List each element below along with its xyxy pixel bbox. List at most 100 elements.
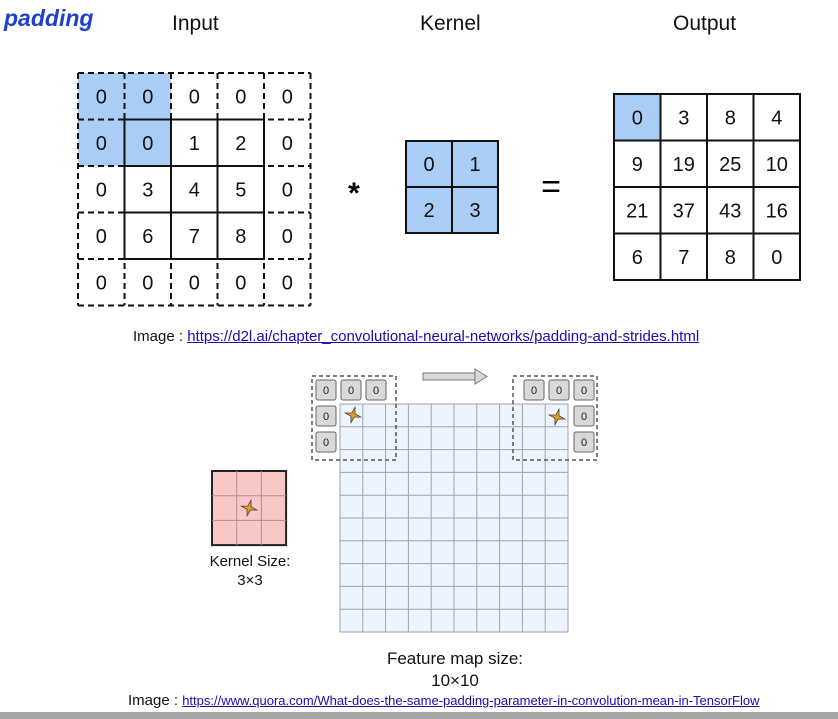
- output-cell-bg: [752, 139, 801, 188]
- padding-cell-bg: [523, 379, 545, 401]
- padding-cell: 0: [323, 385, 329, 397]
- output-cell: 3: [678, 107, 689, 129]
- padding-cell: 0: [323, 437, 329, 449]
- output-cell: 8: [725, 247, 736, 269]
- output-cell: 25: [719, 154, 741, 176]
- output-cell-bg: [659, 93, 708, 142]
- input-cell: 0: [189, 86, 200, 108]
- input-cell-bg: [78, 259, 125, 306]
- output-cell: 10: [766, 154, 788, 176]
- input-cell-bg: [217, 119, 264, 166]
- equals-sign: =: [541, 168, 561, 206]
- kernel-cell: 3: [469, 200, 480, 222]
- output-cell: 7: [678, 247, 689, 269]
- input-cell-bg: [264, 119, 311, 166]
- input-cell: 0: [282, 226, 293, 248]
- quora-link[interactable]: https://www.quora.com/What-does-the-same…: [182, 693, 760, 708]
- padding-cell: 0: [581, 385, 587, 397]
- padding-cell: 0: [581, 411, 587, 423]
- input-cell-bg: [171, 212, 218, 259]
- padding-cell-bg: [573, 379, 595, 401]
- input-cell-bg: [78, 119, 125, 166]
- input-cell: 0: [282, 133, 293, 155]
- input-cell-bg: [171, 119, 218, 166]
- input-cell: 0: [96, 179, 107, 201]
- kernel-cell-bg: [451, 186, 499, 234]
- output-cell: 9: [632, 154, 643, 176]
- input-cell-bg: [78, 73, 125, 120]
- input-cell-bg: [217, 166, 264, 213]
- input-cell-bg: [264, 212, 311, 259]
- input-cell: 0: [282, 86, 293, 108]
- input-cell: 0: [96, 226, 107, 248]
- input-cell: 0: [142, 86, 153, 108]
- kernel-size-value: 3×3: [237, 572, 263, 589]
- input-cell: 0: [235, 86, 246, 108]
- output-cell: 0: [632, 107, 643, 129]
- input-cell: 0: [142, 272, 153, 294]
- input-cell: 0: [96, 272, 107, 294]
- kernel-header: Kernel: [420, 12, 481, 35]
- input-cell: 0: [189, 272, 200, 294]
- input-cell: 8: [235, 226, 246, 248]
- input-cell: 2: [235, 133, 246, 155]
- center-star-icon: [547, 407, 567, 427]
- input-cell: 5: [235, 179, 246, 201]
- kernel-cell: 0: [423, 154, 434, 176]
- input-cell: 0: [282, 179, 293, 201]
- window-outline: [512, 375, 598, 461]
- slide-title: padding: [4, 5, 94, 31]
- input-cell: 0: [96, 133, 107, 155]
- input-cell-bg: [264, 259, 311, 306]
- convolution-operator: *: [348, 177, 360, 210]
- input-cell-bg: [217, 73, 264, 120]
- image-caption-quora: Image : https://www.quora.com/What-does-…: [128, 692, 760, 709]
- input-cell-bg: [217, 212, 264, 259]
- slide-direction-arrow: [422, 368, 488, 385]
- padding-cell-bg: [548, 379, 570, 401]
- output-cell-bg: [613, 139, 662, 188]
- output-cell-bg: [752, 232, 801, 281]
- padding-cell: 0: [556, 385, 562, 397]
- d2l-link[interactable]: https://d2l.ai/chapter_convolutional-neu…: [187, 328, 700, 345]
- caption-prefix: Image :: [133, 328, 188, 345]
- kernel-cell: 2: [423, 200, 434, 222]
- padding-cell-bg: [315, 405, 337, 427]
- padding-cell-bg: [315, 431, 337, 453]
- output-cell-bg: [659, 186, 708, 235]
- output-cell: 4: [771, 107, 782, 129]
- window-outline: [311, 375, 397, 461]
- output-cell-bg: [659, 139, 708, 188]
- output-cell-bg: [659, 232, 708, 281]
- input-cell: 6: [142, 226, 153, 248]
- input-cell: 4: [189, 179, 200, 201]
- input-cell-bg: [171, 259, 218, 306]
- input-cell-bg: [264, 73, 311, 120]
- output-cell: 21: [626, 200, 648, 222]
- input-inner-border: [123, 118, 265, 260]
- feature-map-grid: [339, 403, 569, 633]
- padding-cell-bg: [315, 379, 337, 401]
- center-star-icon: [343, 405, 363, 425]
- input-cell-bg: [78, 212, 125, 259]
- output-cell: 6: [632, 247, 643, 269]
- kernel-cell-bg: [451, 140, 499, 188]
- input-cell: 0: [96, 86, 107, 108]
- input-cell: 7: [189, 226, 200, 248]
- kernel-size-label: Kernel Size:: [209, 553, 291, 570]
- padding-cell: 0: [348, 385, 354, 397]
- kernel-cell-bg: [405, 140, 453, 188]
- padding-cell: 0: [531, 385, 537, 397]
- output-cell: 16: [766, 200, 788, 222]
- input-cell: 0: [142, 133, 153, 155]
- input-cell: 1: [189, 133, 200, 155]
- output-cell: 8: [725, 107, 736, 129]
- feature-map-label: Feature map size:: [386, 649, 524, 668]
- output-cell: 37: [673, 200, 695, 222]
